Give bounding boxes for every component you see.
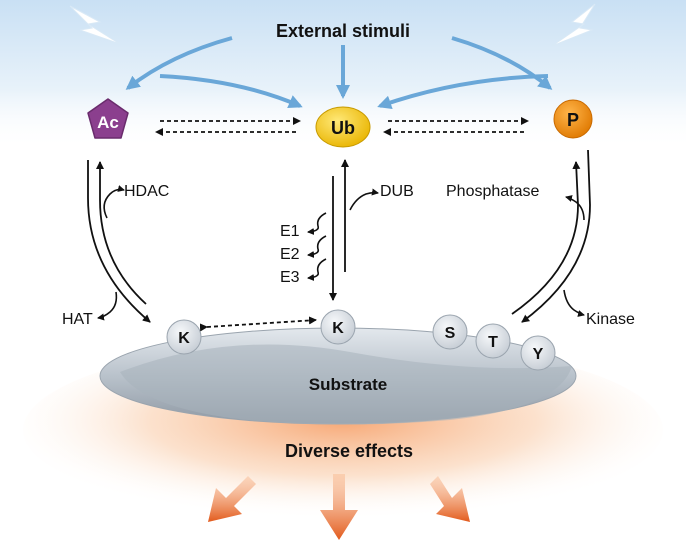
- hdac-label: HDAC: [124, 183, 169, 200]
- e1-curl-arrow: [307, 212, 327, 235]
- residue-lysine-left-label: K: [178, 330, 190, 347]
- effect-arrow-left: [208, 476, 256, 522]
- diverse-effects-label: Diverse effects: [285, 441, 413, 461]
- e2-label: E2: [280, 246, 300, 263]
- residue-lysine-mid-label: K: [332, 320, 344, 337]
- residue-lysine-mid: K: [320, 309, 356, 345]
- acetylation-node: Ac: [87, 98, 129, 139]
- lightning-bolt-icon: [551, 3, 596, 47]
- acetylation-cycle-arrows: [87, 160, 151, 323]
- residue-threonine-label: T: [488, 334, 498, 351]
- lightning-bolt-icon: [69, 5, 121, 45]
- residue-tyrosine-label: Y: [533, 346, 544, 363]
- kinase-curl-arrow: [563, 289, 585, 317]
- stimulus-arrow-to-ub-left: [159, 74, 303, 109]
- phosphatase-label: Phosphatase: [446, 183, 540, 200]
- effect-arrow-right: [430, 476, 470, 522]
- phosphatase-curl-arrow: [565, 195, 585, 221]
- lysine-crosstalk-arrow: [199, 316, 317, 332]
- ubiquitination-cycle-arrows: [329, 159, 349, 301]
- acetylation-label: Ac: [97, 113, 119, 132]
- e1-label: E1: [280, 223, 300, 240]
- e3-label: E3: [280, 269, 300, 286]
- phosphate-label: P: [567, 110, 579, 130]
- ubiquitin-node: Ub: [315, 106, 371, 148]
- residue-threonine: T: [475, 323, 511, 359]
- phosphorylation-cycle-arrows: [511, 149, 591, 323]
- dub-curl-arrow: [349, 188, 379, 211]
- substrate: Substrate: [99, 327, 577, 425]
- stimulus-arrows: [125, 36, 553, 109]
- substrate-label: Substrate: [309, 375, 387, 394]
- crosstalk-arrows-ac-ub: [155, 117, 301, 136]
- e3-curl-arrow: [307, 258, 327, 281]
- residue-tyrosine: Y: [520, 335, 556, 371]
- e2-curl-arrow: [307, 235, 327, 258]
- residue-lysine-left: K: [166, 319, 202, 355]
- phosphate-node: P: [553, 99, 593, 139]
- external-stimuli-label: External stimuli: [276, 21, 410, 41]
- stimulus-arrow-to-ac: [125, 36, 233, 90]
- crosstalk-arrows-ub-p: [383, 117, 529, 136]
- stimulus-arrow-to-p: [451, 36, 553, 90]
- effect-arrow-center: [320, 474, 358, 540]
- residue-serine-label: S: [445, 325, 456, 342]
- hat-curl-arrow: [97, 291, 118, 321]
- hat-label: HAT: [62, 311, 93, 328]
- dub-label: DUB: [380, 183, 414, 200]
- ubiquitin-label: Ub: [331, 118, 355, 138]
- residue-serine: S: [432, 314, 468, 350]
- hdac-curl-arrow: [103, 185, 125, 219]
- kinase-label: Kinase: [586, 311, 635, 328]
- stimulus-arrow-to-ub-right: [377, 74, 549, 109]
